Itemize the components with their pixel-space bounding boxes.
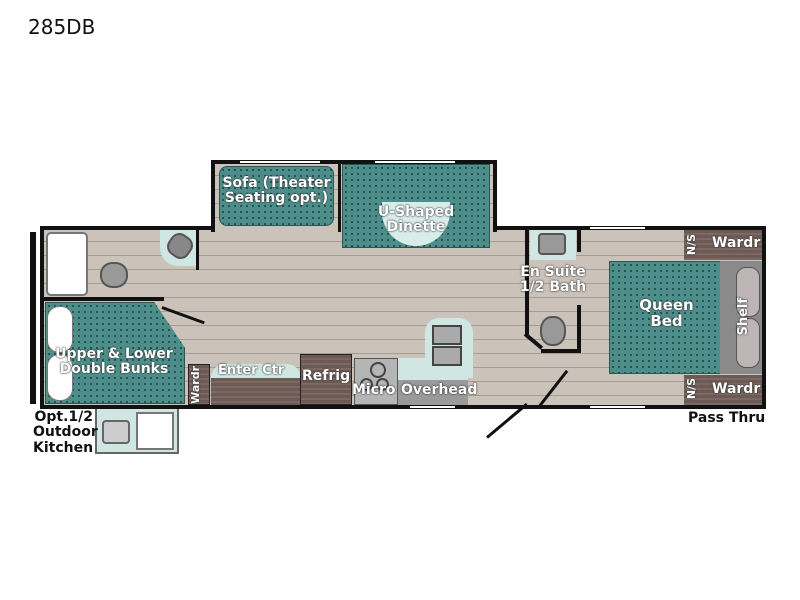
window [240, 161, 320, 163]
pass-thru-label: Pass Thru [688, 410, 766, 426]
bunks-label-line1: Upper & Lower [55, 346, 173, 362]
burner [376, 378, 389, 391]
dinette-label-line1: U-Shaped [377, 204, 455, 220]
ns-top-label: N/S [685, 234, 698, 256]
outer-wall-top-left [40, 226, 215, 230]
queen-bed-label: Queen Bed [609, 296, 724, 330]
outdoor-sink [102, 420, 130, 444]
entertainment-counter [211, 364, 301, 378]
outer-wall-left [40, 226, 44, 409]
outer-wall-bottom [40, 405, 766, 409]
model-title: 285DB [28, 15, 96, 39]
refrigerator [300, 354, 352, 405]
sofa-label-line1: Sofa (Theater [222, 175, 331, 191]
window [375, 161, 455, 163]
nightstand-top [684, 230, 706, 260]
half-bath-wall-left [525, 230, 529, 335]
wardr-top-label: Wardr [712, 235, 761, 251]
bunk-pillow [47, 354, 73, 401]
ns-bottom-label: N/S [685, 378, 698, 400]
half-bath-toilet [540, 316, 566, 346]
half-bath-wall-right [577, 305, 581, 353]
overhead-cabinet [398, 380, 468, 405]
window [590, 406, 645, 408]
slideout-wall-top [211, 160, 497, 164]
slideout-divider [338, 160, 341, 232]
queen-bed-label-line2: Bed [650, 311, 683, 330]
outdoor-kitchen-label: Opt.1/2 Outdoor Kitchen [33, 409, 98, 456]
refrig-label: Refrig [302, 368, 351, 384]
kitchen-sink-basin [432, 346, 462, 366]
window [410, 406, 455, 408]
dinette-label-line2: Dinette [386, 218, 446, 235]
rear-bumper [30, 232, 36, 404]
wardrobe-bottom [706, 375, 762, 405]
sofa [219, 166, 334, 226]
sofa-label: Sofa (Theater Seating opt.) [219, 176, 334, 205]
outdoor-label-line2: Outdoor [33, 424, 98, 441]
bunks-label: Upper & Lower Double Bunks [52, 347, 176, 376]
outdoor-fridge [136, 412, 174, 450]
half-bath-sink [538, 233, 566, 255]
half-bath-wall-bottom [541, 349, 581, 353]
outer-wall-right [762, 226, 766, 409]
kitchen-sink-basin [432, 325, 462, 345]
micro-label: Micro [352, 382, 396, 398]
burner [370, 362, 386, 378]
shelf-label: Shelf [736, 298, 751, 336]
half-bath-label-line1: En Suite [520, 264, 586, 280]
half-bath-wall-right-top [577, 230, 581, 252]
wardrobe-top [706, 230, 762, 260]
enter-ctr-label: Enter Ctr [218, 363, 285, 378]
toilet [100, 262, 128, 288]
slideout-wall-right [493, 160, 497, 232]
overhead-label: Overhead [401, 382, 478, 398]
bed-pillow [736, 318, 760, 368]
dinette-label: U-Shaped Dinette [342, 205, 490, 234]
queen-bed-label-line1: Queen [639, 296, 694, 314]
wardr-bottom-label: Wardr [712, 381, 761, 397]
bunk-pillow [47, 306, 73, 353]
sofa-label-line2: Seating opt.) [224, 189, 329, 206]
bath-wall [196, 230, 199, 270]
entertainment-center [211, 378, 301, 405]
burner [360, 378, 373, 391]
window [590, 227, 645, 229]
nightstand-bottom [684, 375, 706, 405]
queen-bed [609, 261, 729, 374]
slideout-wall-left [211, 160, 215, 232]
bunks-label-line2: Double Bunks [59, 360, 169, 377]
bath-bunk-wall [44, 297, 164, 301]
bathtub [46, 232, 88, 296]
half-bath-label: En Suite 1/2 Bath [516, 265, 590, 294]
outdoor-label-line1: Opt.1/2 [34, 409, 93, 425]
half-bath-label-line2: 1/2 Bath [519, 278, 587, 295]
outdoor-label-line3: Kitchen [33, 439, 94, 456]
bunk-wardrobe [188, 364, 210, 405]
bed-pillow [736, 267, 760, 317]
bunk-wardrobe-label: Wardr [189, 366, 202, 404]
